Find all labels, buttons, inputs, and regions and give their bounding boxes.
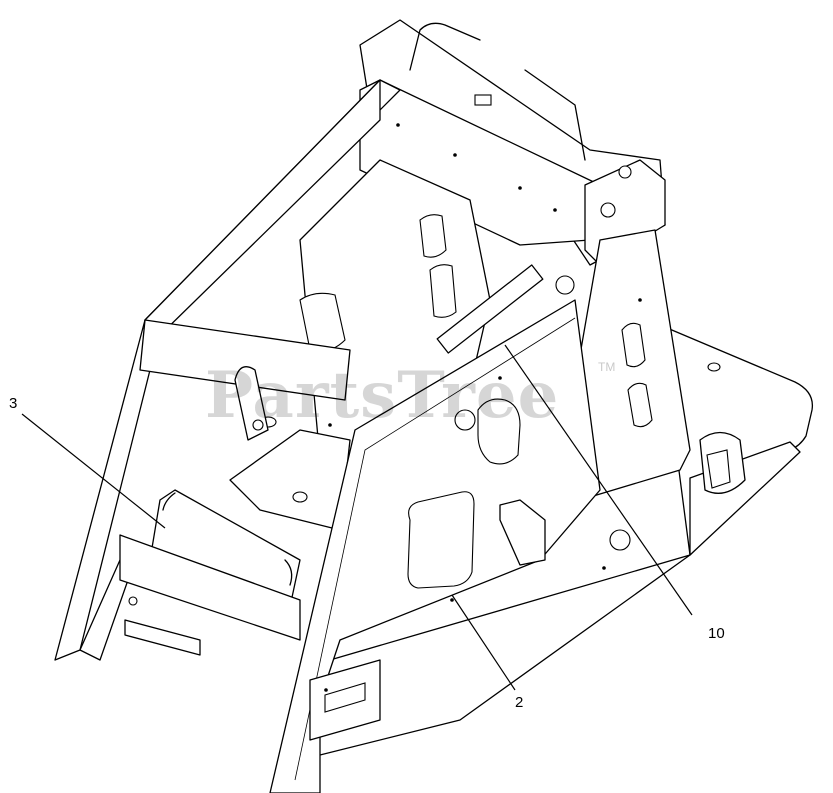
leader-3 [21, 413, 166, 529]
side-panel-inner-edge [294, 317, 576, 781]
decal-strip [436, 264, 544, 354]
callout-3: 3 [9, 395, 18, 412]
pivot-hole-upper [618, 165, 632, 179]
leader-10 [504, 344, 693, 616]
angle-bracket [499, 499, 546, 566]
handle-right [524, 69, 586, 161]
back-slot-1 [419, 214, 447, 258]
callout-2: 2 [515, 694, 524, 711]
watermark-text: PartsTree [205, 358, 560, 433]
watermark-trademark: TM [598, 360, 616, 374]
side-panel-slot [477, 398, 521, 465]
deck-post [292, 491, 308, 503]
fastener-dots [324, 123, 642, 692]
side-panel-hole-1 [454, 409, 476, 431]
bumper-edge-left [162, 492, 176, 511]
side-panel-window [407, 491, 475, 589]
deck-plate [229, 429, 351, 531]
top-slot [474, 94, 492, 106]
bumper-edge-right [284, 559, 293, 586]
callout-10: 10 [708, 625, 725, 642]
upper-crossbar [139, 319, 351, 401]
leader-2 [451, 594, 516, 691]
base-plate-hole [707, 362, 721, 372]
pivot-hole-lower [600, 202, 616, 218]
right-upright-slot-2 [627, 382, 653, 428]
side-panel-rear-hole [609, 529, 631, 551]
pivot-boss [555, 275, 575, 295]
front-crossbar [119, 534, 301, 641]
lower-box-slot [324, 682, 366, 713]
front-tab [124, 619, 201, 656]
handle-left [409, 22, 481, 71]
hitch-slot [706, 449, 731, 489]
front-tab-hole [128, 596, 138, 606]
latch-hole [252, 419, 264, 431]
right-upright-slot-1 [621, 322, 646, 368]
back-slot-2 [429, 264, 457, 318]
